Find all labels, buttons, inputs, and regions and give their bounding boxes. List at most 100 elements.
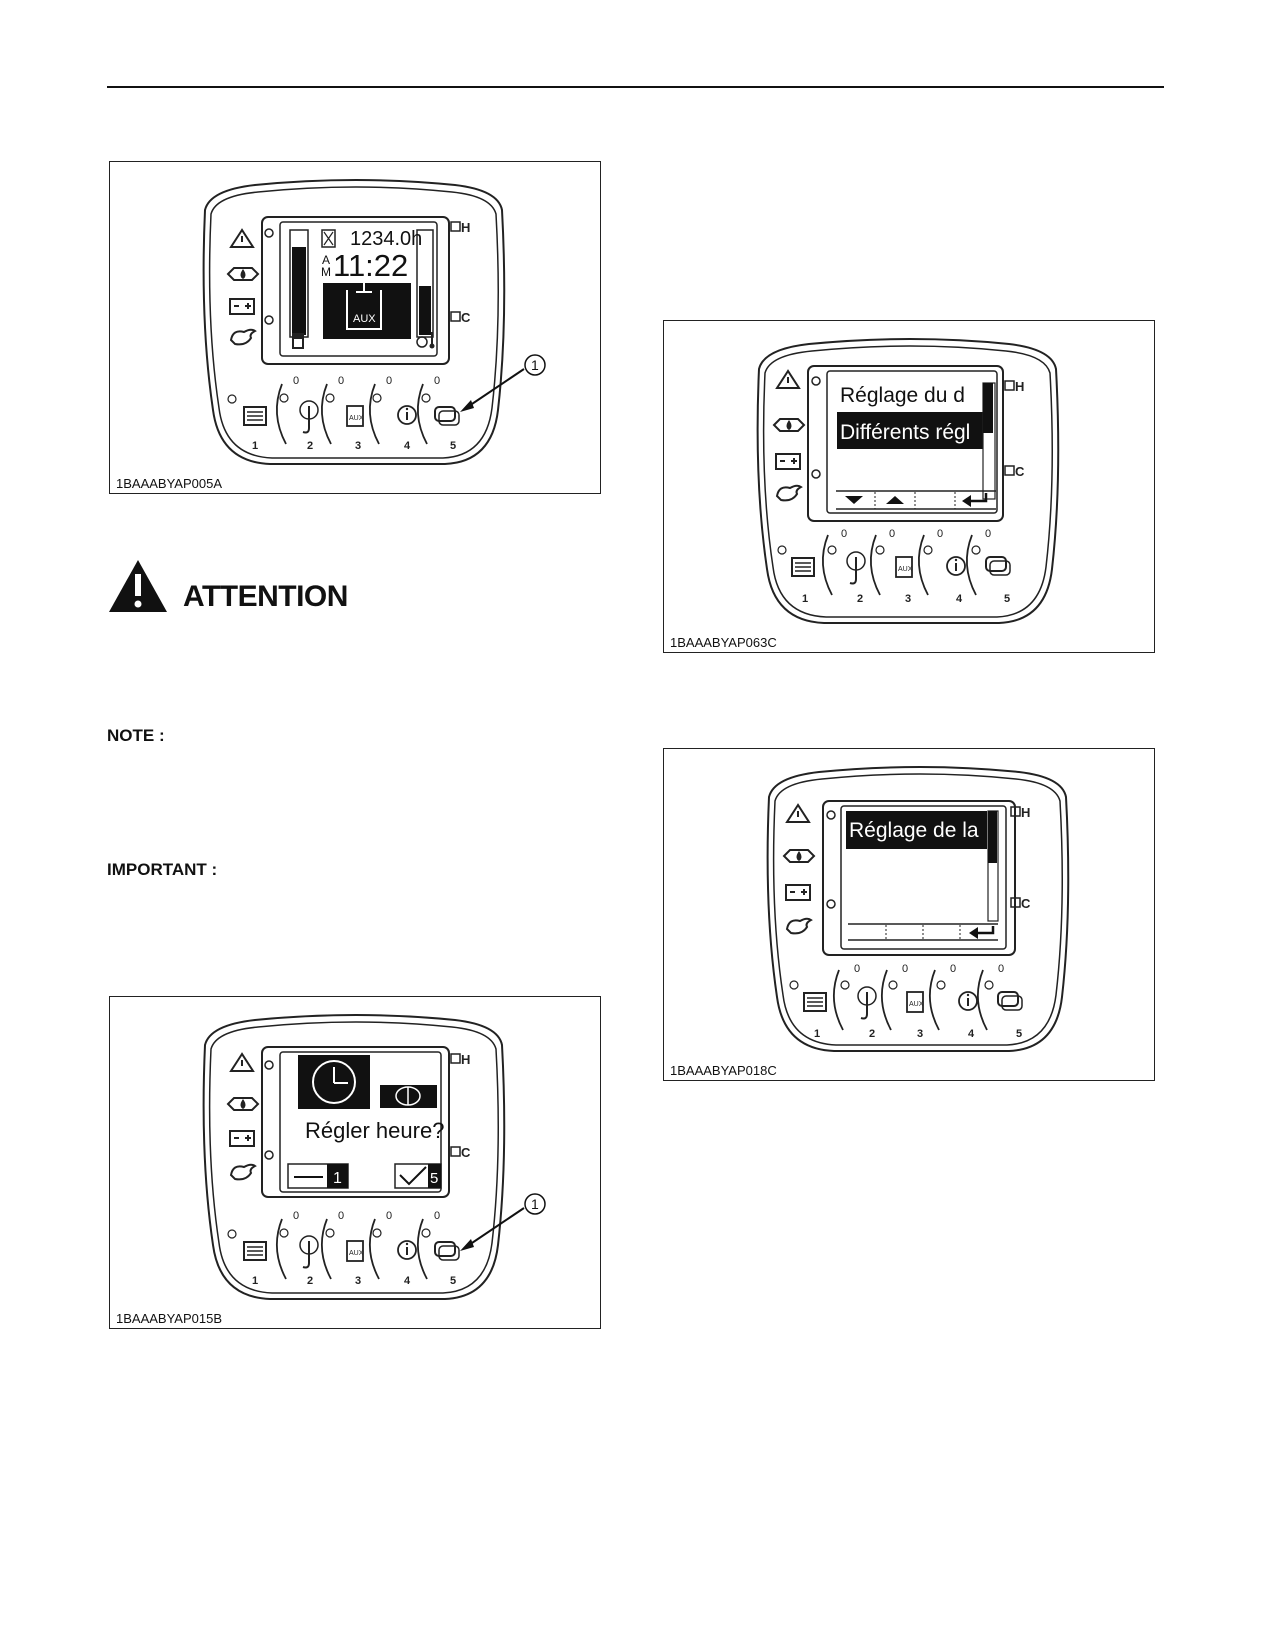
side-h: H [461, 220, 470, 235]
panel-drawing: Régler heure? 1 5 H C 0 0 0 0 AUX 1 2 3 … [202, 1014, 546, 1300]
menu-icon [243, 406, 267, 426]
side-h: H [1021, 805, 1030, 820]
key-right-number: 5 [430, 1170, 438, 1187]
menu-icon [803, 992, 827, 1012]
arrow-up-icon [886, 496, 904, 504]
info-icon [397, 405, 417, 425]
led-zero-2: 0 [841, 528, 847, 540]
callout-number: 1 [531, 357, 539, 373]
figure-code: 1BAAABYAP005A [116, 476, 222, 491]
aux-icon [346, 283, 382, 330]
led-zero-2: 0 [293, 375, 299, 387]
led-zero-5: 0 [985, 528, 991, 540]
button-number-1: 1 [814, 1028, 820, 1040]
clock-icon [312, 1060, 356, 1104]
svg-text:AUX: AUX [349, 1250, 364, 1257]
hour-meter: 1234.0h [350, 228, 422, 250]
attention-label: ATTENTION [183, 580, 348, 613]
oil-pressure-icon [782, 849, 816, 863]
led-zero-5: 0 [434, 1210, 440, 1222]
button-number-4: 4 [404, 440, 411, 452]
fuel-icon [292, 333, 304, 349]
button-number-2: 2 [307, 440, 313, 452]
callout-circle [524, 1193, 546, 1215]
figure-menu-list: Réglage du d Différents régl H C 0 0 0 0… [663, 320, 1155, 653]
oil-pressure-icon [226, 267, 260, 281]
hook-icon [857, 986, 877, 1020]
figure-set-time-prompt: Régler heure? 1 5 H C 0 0 0 0 AUX 1 2 3 … [109, 996, 601, 1329]
button-number-5: 5 [1004, 593, 1010, 605]
aux-button-icon: AUX [346, 1240, 364, 1262]
button-number-3: 3 [905, 593, 911, 605]
rabbit-icon [785, 917, 813, 935]
setting-title-selected: Réglage de la [849, 819, 979, 842]
button-number-5: 5 [450, 1275, 456, 1287]
led-zero-2: 0 [854, 963, 860, 975]
confirm-check-icon [399, 1166, 427, 1186]
info-icon [397, 1240, 417, 1260]
svg-text:AUX: AUX [909, 1001, 924, 1008]
figure-display-main: 1234.0h A M 11:22 AUX H C 0 0 0 0 AUX 1 … [109, 161, 601, 494]
attention-heading: ATTENTION [107, 558, 407, 624]
side-h: H [461, 1052, 470, 1067]
ampm-a: A [322, 253, 330, 267]
enter-icon [962, 493, 988, 507]
led-zero-3: 0 [902, 963, 908, 975]
hourglass-icon [321, 229, 336, 248]
button-number-4: 4 [956, 593, 963, 605]
warning-icon [785, 803, 811, 823]
panel-drawing: Réglage de la H C 0 0 0 0 AUX 1 2 3 4 [766, 766, 1070, 1052]
enter-icon [969, 926, 995, 939]
rabbit-icon [775, 484, 803, 502]
ampm-m: M [321, 265, 331, 279]
set-time-question: Régler heure? [305, 1118, 444, 1143]
menu-icon [243, 1241, 267, 1261]
panel-drawing: Réglage du d Différents régl H C 0 0 0 0… [756, 338, 1060, 624]
button-number-1: 1 [252, 1275, 258, 1287]
aux-button-icon: AUX [895, 556, 913, 578]
menu-line-2-selected: Différents régl [840, 421, 970, 444]
button-number-2: 2 [869, 1028, 875, 1040]
button-number-4: 4 [404, 1275, 411, 1287]
button-number-5: 5 [450, 440, 456, 452]
button-number-3: 3 [917, 1028, 923, 1040]
led-zero-4: 0 [386, 1210, 392, 1222]
aux-button-icon: AUX [346, 405, 364, 427]
callout-arrow [460, 368, 525, 412]
screen-toggle-icon [434, 406, 460, 426]
callout-arrow [460, 1207, 525, 1251]
side-c: C [461, 310, 471, 325]
led-zero-3: 0 [338, 375, 344, 387]
hook-icon [846, 551, 866, 585]
hook-icon [299, 1235, 319, 1269]
led-zero-5: 0 [434, 375, 440, 387]
menu-line-1: Réglage du d [840, 384, 965, 407]
callout-number: 1 [531, 1196, 539, 1212]
aux-label: AUX [353, 313, 376, 325]
figure-code: 1BAAABYAP063C [670, 635, 777, 650]
rabbit-icon [229, 1163, 257, 1181]
callout-circle [524, 354, 546, 376]
clock-time: 11:22 [333, 248, 408, 283]
key-left-number: 1 [333, 1170, 342, 1187]
button-number-1: 1 [252, 440, 258, 452]
screen-toggle-icon [997, 991, 1023, 1011]
button-number-5: 5 [1016, 1028, 1022, 1040]
battery-icon [775, 453, 801, 470]
button-number-3: 3 [355, 1275, 361, 1287]
screen-toggle-icon [434, 1241, 460, 1261]
important-label: IMPORTANT : [107, 860, 218, 879]
note-label: NOTE : [107, 726, 165, 745]
button-number-3: 3 [355, 440, 361, 452]
rabbit-icon [229, 328, 257, 346]
button-number-1: 1 [802, 593, 808, 605]
arrow-down-icon [845, 496, 863, 504]
led-zero-4: 0 [937, 528, 943, 540]
header-rule [107, 86, 1164, 88]
side-c: C [1021, 896, 1031, 911]
warning-icon [229, 228, 255, 248]
led-zero-3: 0 [889, 528, 895, 540]
side-c: C [1015, 464, 1025, 479]
info-icon [946, 556, 966, 576]
battery-icon [229, 1130, 255, 1147]
